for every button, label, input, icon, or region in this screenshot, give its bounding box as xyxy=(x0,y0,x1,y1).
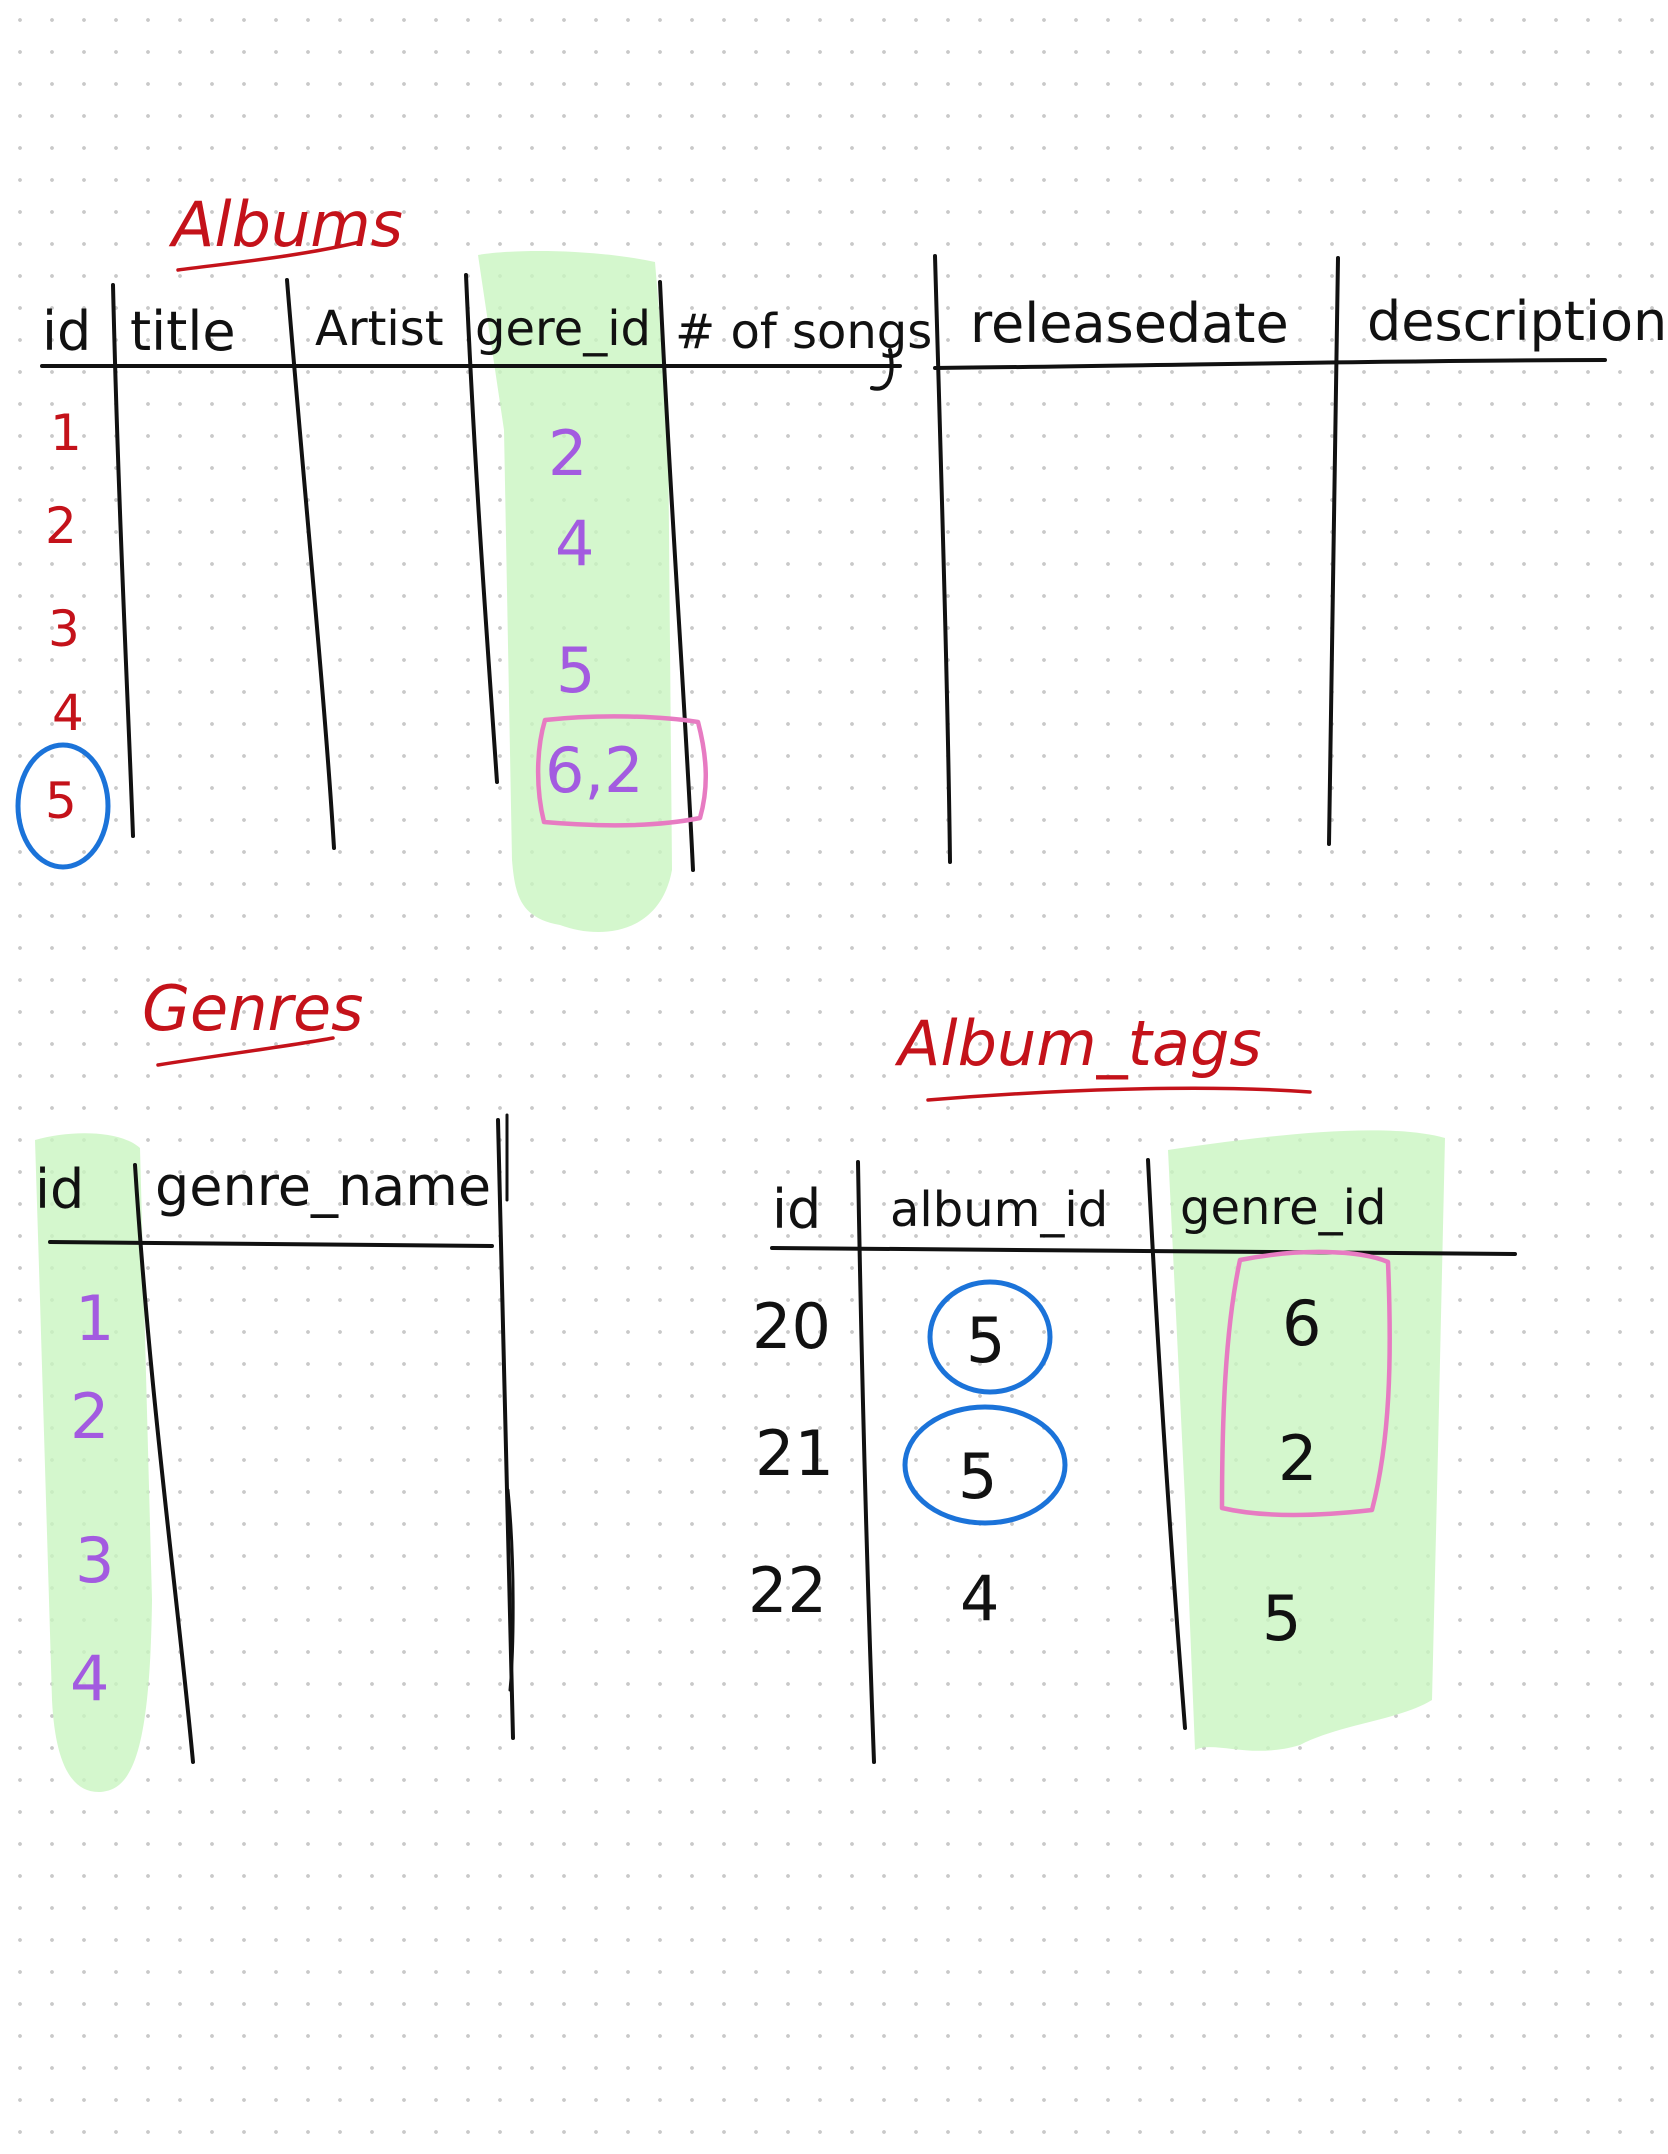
album-tags-genre-box xyxy=(1219,1249,1392,1518)
genres-id-highlight xyxy=(35,1133,152,1793)
albums-row-id: 3 xyxy=(48,600,80,658)
genres-row-id: 3 xyxy=(75,1524,114,1597)
albums-col-divider-2 xyxy=(285,278,336,850)
album-tags-col-album-id: album_id xyxy=(890,1182,1108,1238)
albums-col-divider-1 xyxy=(111,283,135,838)
album-tags-table: Album_tags id album_id genre_id 20 21 22… xyxy=(748,1007,1517,1764)
genres-col-divider-2 xyxy=(496,1118,515,1740)
albums-table: Albums id title Artist gere_id # of song… xyxy=(15,188,1667,933)
album-tags-genre-id: 6 xyxy=(1282,1287,1321,1360)
tag-album-5-circle xyxy=(902,1404,1068,1526)
album-tags-row-id: 22 xyxy=(748,1554,827,1627)
albums-col-divider-4 xyxy=(658,280,695,872)
genres-title: Genres xyxy=(142,972,363,1045)
albums-col-description: description xyxy=(1367,290,1667,353)
albums-title-underline xyxy=(176,240,362,272)
albums-col-artist: Artist xyxy=(315,301,444,357)
albums-col-genre-id: gere_id xyxy=(475,301,651,357)
albums-row-id: 5 xyxy=(45,772,77,830)
album-tags-col-divider-1 xyxy=(856,1160,876,1764)
albums-title: Albums xyxy=(168,188,403,261)
albums-genre-value: 2 xyxy=(548,417,587,490)
album-tags-genre-id: 5 xyxy=(1262,1582,1301,1655)
album-tags-album-id: 5 xyxy=(958,1440,997,1513)
albums-multi-genre-box xyxy=(535,714,708,828)
albums-col-title: title xyxy=(130,300,236,363)
genres-header-line xyxy=(48,1240,494,1248)
genres-row-id: 4 xyxy=(70,1642,109,1715)
album-tags-title: Album_tags xyxy=(894,1007,1262,1080)
genres-title-underline xyxy=(156,1036,335,1067)
albums-col-releasedate: releasedate xyxy=(970,292,1289,355)
album-5-circle xyxy=(15,742,111,870)
genres-col-divider-1 xyxy=(133,1163,195,1764)
albums-genre-highlight xyxy=(478,250,672,933)
genres-col-divider-2-extra xyxy=(505,1113,515,1692)
albums-col-divider-3 xyxy=(464,273,499,784)
genres-row-id: 2 xyxy=(70,1380,109,1453)
tag-album-5-circle xyxy=(927,1279,1053,1395)
genres-col-genre-name: genre_name xyxy=(155,1155,491,1218)
albums-col-songs: # of songs xyxy=(675,304,932,360)
album-tags-title-underline xyxy=(926,1086,1312,1102)
albums-row-id: 1 xyxy=(50,404,82,462)
album-tags-col-divider-2 xyxy=(1146,1158,1187,1730)
albums-col-id: id xyxy=(42,300,91,363)
genres-col-id: id xyxy=(35,1158,84,1221)
album-tags-genre-id: 2 xyxy=(1278,1422,1317,1495)
album-tags-col-id: id xyxy=(772,1178,821,1241)
genres-table: Genres id genre_name 1 2 3 4 xyxy=(35,972,515,1793)
album-tags-row-id: 20 xyxy=(752,1290,831,1363)
albums-genre-value: 4 xyxy=(555,507,594,580)
album-tags-album-id: 4 xyxy=(960,1562,999,1635)
albums-col-divider-5 xyxy=(933,254,952,864)
album-tags-album-id: 5 xyxy=(966,1304,1005,1377)
album-tags-header-line xyxy=(770,1246,1517,1256)
albums-songs-g-tail xyxy=(870,348,894,391)
albums-genre-value: 6,2 xyxy=(545,734,644,807)
albums-header-line xyxy=(40,358,1607,370)
albums-row-id: 2 xyxy=(45,497,77,555)
genres-row-id: 1 xyxy=(75,1282,114,1355)
albums-col-divider-6 xyxy=(1327,256,1340,846)
album-tags-col-genre-id: genre_id xyxy=(1180,1180,1386,1236)
albums-row-id: 4 xyxy=(52,684,84,742)
album-tags-row-id: 21 xyxy=(755,1417,834,1490)
albums-genre-value: 5 xyxy=(556,634,595,707)
